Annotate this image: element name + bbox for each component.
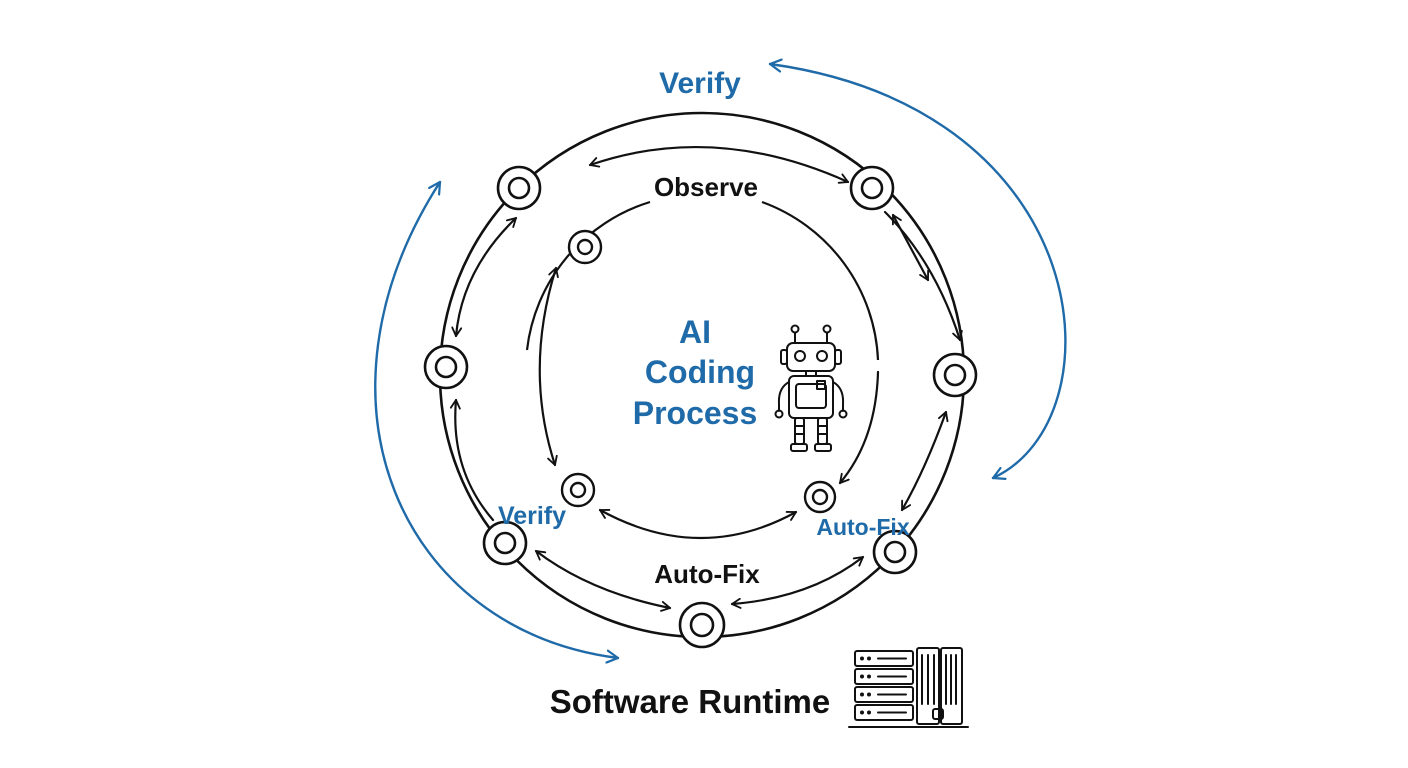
inner-verify-label: Verify — [498, 502, 566, 530]
inner-node-bottom-left — [560, 472, 596, 508]
outer-node-top-left — [496, 165, 542, 211]
server-rack-icon — [848, 647, 969, 728]
center-title-line-1: AI — [679, 314, 711, 350]
observe-label: Observe — [654, 172, 758, 202]
software-runtime-label: Software Runtime — [550, 683, 831, 720]
verify-sweep-arrows — [374, 64, 1067, 658]
outer-node-left — [423, 344, 469, 390]
inner-autofix-label: Auto-Fix — [816, 514, 909, 540]
inner-node-bottom-right — [803, 480, 837, 514]
inner-node-top-left — [567, 229, 603, 265]
outer-node-right — [932, 352, 978, 398]
center-title-line-3: Process — [633, 395, 758, 431]
outer-node-top-right — [849, 165, 895, 211]
bottom-autofix-label: Auto-Fix — [654, 559, 760, 589]
outer-verify-label: Verify — [659, 67, 741, 100]
outer-node-bottom-left — [482, 520, 528, 566]
center-title: AI Coding Process — [633, 314, 758, 431]
outer-node-bottom — [678, 601, 726, 649]
robot-icon — [774, 324, 848, 452]
outer-node-bottom-right — [872, 529, 918, 575]
center-title-line-2: Coding — [645, 354, 755, 390]
